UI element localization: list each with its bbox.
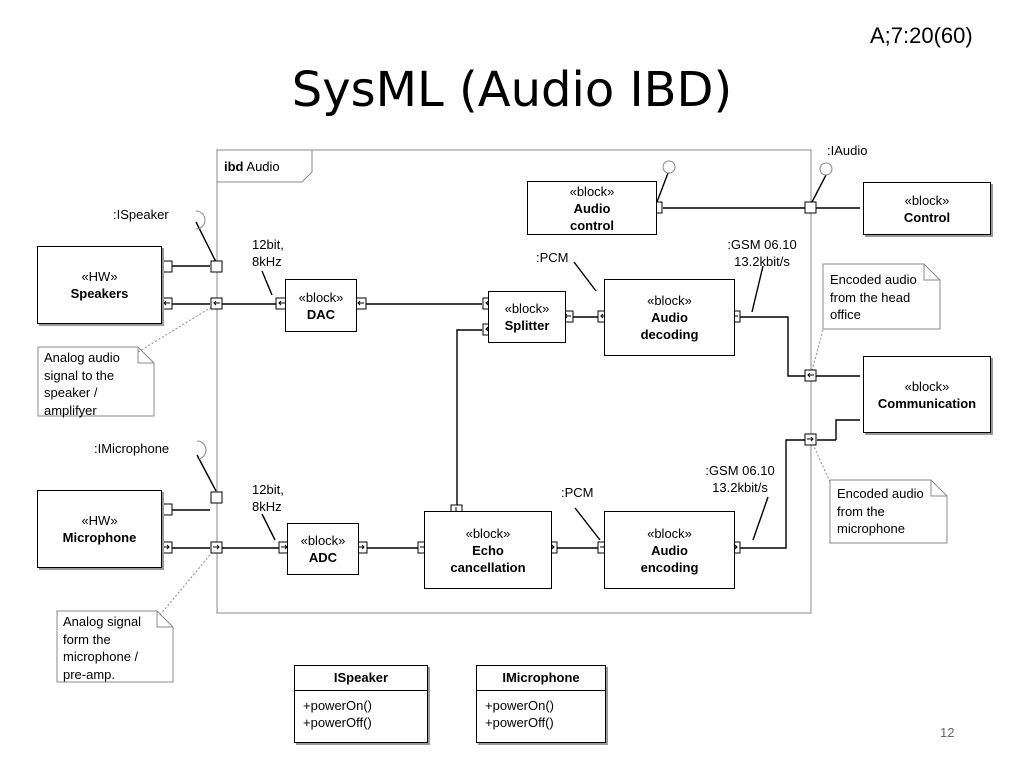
note-analog-speaker-shape	[37, 346, 155, 417]
imicrophone-interface: IMicrophone +powerOn() +powerOff()	[476, 665, 606, 743]
gsm-top-label: :GSM 06.10 13.2kbit/s	[727, 237, 797, 269]
slide-title: SysML (Audio IBD)	[291, 62, 733, 118]
splitter-name: Splitter	[504, 318, 550, 333]
audio-decoding-name: Audio decoding	[640, 310, 699, 342]
note-analog-speaker: Analog audio signal to the speaker / amp…	[44, 350, 120, 418]
audio-encoding-stereotype: «block»	[647, 525, 692, 541]
imicrophone-op-poweroff: +powerOff()	[485, 715, 554, 730]
microphone-stereotype: «HW»	[81, 513, 118, 528]
audio-control-name: Audio control	[569, 200, 615, 233]
adc-block[interactable]: «block» ADC	[287, 523, 359, 575]
ispeaker-op-poweron: +powerOn()	[303, 698, 372, 713]
note-analog-mic-shape	[56, 610, 174, 683]
pcm-top-label: :PCM	[536, 250, 569, 265]
communication-stereotype: «block»	[904, 378, 950, 394]
audio-control-stereotype: «block»	[569, 183, 615, 199]
iaudio-port-label: :IAudio	[827, 143, 868, 158]
audio-control-block[interactable]: «block» Audio control	[527, 181, 657, 235]
adc-rate-label: 12bit, 8kHz	[252, 482, 284, 514]
note-encoded-mic-shape	[829, 479, 948, 544]
audio-encoding-block[interactable]: «block» Audio encoding	[604, 511, 735, 589]
audio-encoding-name: Audio encoding	[640, 542, 699, 575]
echo-stereotype: «block»	[465, 525, 511, 541]
microphone-block[interactable]: «HW» Microphone	[37, 490, 162, 568]
control-block[interactable]: «block» Control	[863, 182, 991, 235]
slide-code: A;7:20(60)	[870, 23, 973, 48]
ispeaker-interface-name: ISpeaker	[295, 666, 427, 691]
microphone-name: Microphone	[62, 530, 137, 545]
splitter-block[interactable]: «block» Splitter	[488, 291, 566, 343]
frame-name: Audio	[246, 159, 280, 174]
control-stereotype: «block»	[904, 192, 950, 208]
adc-name: ADC	[308, 550, 338, 565]
imicrophone-port-label: :IMicrophone	[94, 441, 170, 456]
communication-block[interactable]: «block» Communication	[863, 356, 991, 433]
echo-cancellation-block[interactable]: «block» Echo cancellation	[424, 511, 552, 589]
gsm-bottom-label: :GSM 06.10 13.2kbit/s	[705, 463, 775, 495]
control-name: Control	[903, 209, 951, 225]
imicrophone-interface-name: IMicrophone	[477, 666, 605, 691]
note-encoded-head: Encoded audio from the head office	[830, 272, 917, 322]
communication-name: Communication	[877, 395, 977, 411]
connectors	[172, 172, 860, 549]
note-anchors	[137, 304, 831, 616]
audio-decoding-block[interactable]: «block» Audio decoding	[604, 279, 735, 356]
dac-stereotype: «block»	[298, 289, 344, 305]
pcm-bottom-label: :PCM	[561, 485, 594, 500]
note-analog-mic: Analog signal form the microphone / pre-…	[63, 614, 142, 682]
echo-name: Echo cancellation	[450, 542, 526, 575]
dac-rate-label: 12bit, 8kHz	[252, 237, 284, 269]
frame-label: ibd Audio	[224, 158, 280, 175]
ispeaker-op-poweroff: +powerOff()	[303, 715, 372, 730]
frame-name-tab	[217, 150, 313, 183]
page-number: 12	[940, 725, 955, 740]
note-encoded-head-shape	[822, 263, 941, 330]
dac-block[interactable]: «block» DAC	[285, 279, 357, 332]
interface-symbols	[195, 160, 833, 460]
audio-decoding-stereotype: «block»	[647, 293, 692, 308]
adc-stereotype: «block»	[300, 533, 346, 548]
speakers-name: Speakers	[70, 286, 129, 301]
ispeaker-port-label: :ISpeaker	[113, 207, 169, 222]
imicrophone-op-poweron: +powerOn()	[485, 698, 554, 713]
label-pointers	[261, 261, 769, 541]
speakers-block[interactable]: «HW» Speakers	[37, 246, 162, 324]
splitter-stereotype: «block»	[504, 301, 550, 316]
frame-keyword: ibd	[224, 159, 244, 174]
dac-name: DAC	[306, 306, 336, 322]
ispeaker-interface: ISpeaker +powerOn() +powerOff()	[294, 665, 428, 743]
note-encoded-mic: Encoded audio from the microphone	[837, 486, 924, 536]
speakers-stereotype: «HW»	[81, 269, 118, 284]
